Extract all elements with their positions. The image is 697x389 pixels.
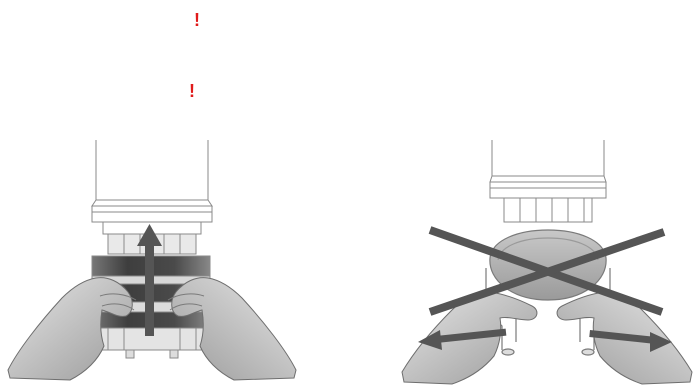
right-panel-incorrect xyxy=(401,140,693,385)
spread-arrows xyxy=(418,328,672,352)
right-hand-left-panel xyxy=(171,277,297,381)
left-hand-left-panel xyxy=(7,277,133,381)
prohibited-cross xyxy=(428,226,666,316)
warning-mark-1: ! xyxy=(194,10,200,30)
projector-body-left xyxy=(91,140,213,223)
right-fingers-left-panel xyxy=(167,293,205,311)
left-fingers-left-panel xyxy=(99,293,137,311)
projector-body-right xyxy=(489,140,607,223)
left-panel-correct xyxy=(7,140,297,381)
pull-up-arrow xyxy=(137,224,162,336)
warning-mark-2: ! xyxy=(189,81,195,101)
